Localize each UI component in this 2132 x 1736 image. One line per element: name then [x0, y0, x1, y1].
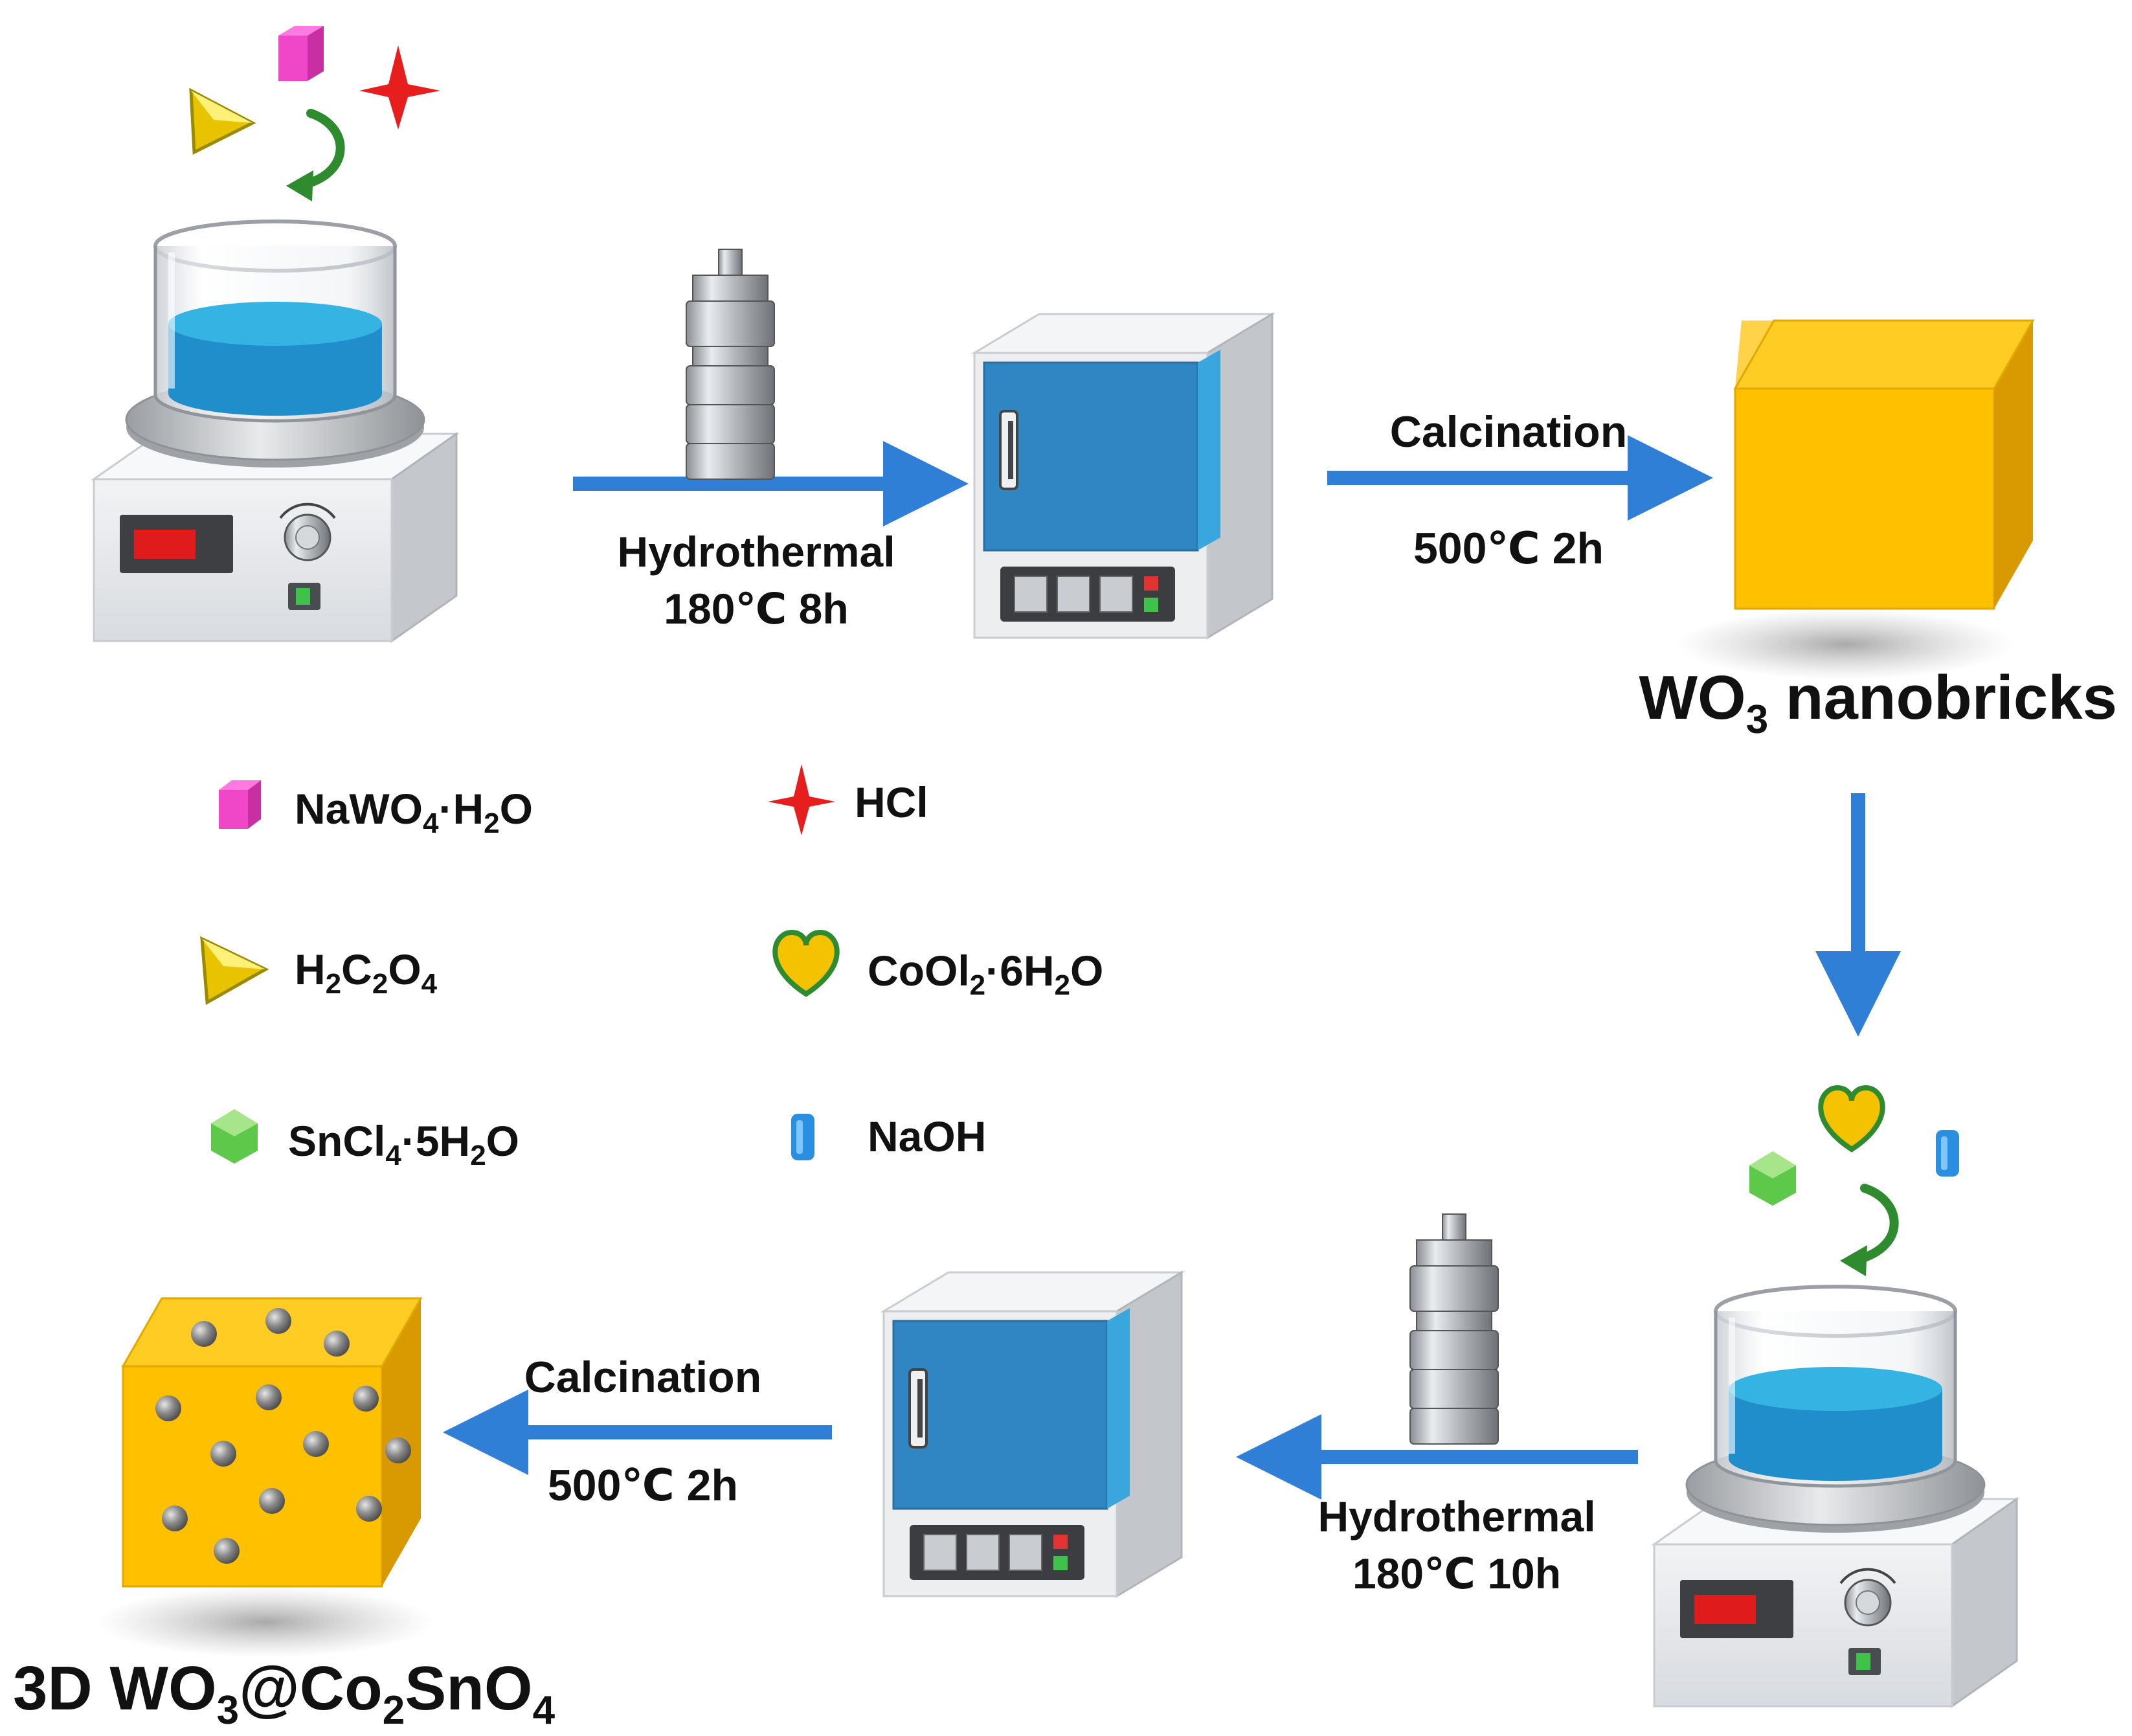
nanoparticle-icon [259, 1488, 285, 1514]
legend-coi2-heart-icon [772, 929, 840, 997]
nanoparticle-icon [353, 1386, 379, 1412]
wo3-nanobrick-cube-icon [1733, 319, 2035, 610]
magnetic-stirrer-icon [1654, 1287, 2017, 1706]
calcination-1-condition: 500℃ 2h [1413, 524, 1604, 573]
calcination-1-label: Calcination [1390, 407, 1628, 457]
wo3-nanobricks-label: WO3 nanobricks [1639, 663, 2117, 742]
nanoparticle-icon [210, 1441, 236, 1467]
hydrothermal-1-label: Hydrothermal [617, 528, 895, 576]
hydrothermal-1-condition: 180℃ 8h [664, 585, 848, 633]
legend-sncl4-label: SnCl4·5H2O [288, 1117, 519, 1171]
nanoparticle-icon [155, 1395, 181, 1421]
coi2-heart-marker-icon [1818, 1085, 1885, 1153]
cube-shadow [97, 1586, 434, 1658]
nanoparticle-icon [162, 1505, 188, 1531]
sncl4-marker-icon [1749, 1151, 1796, 1206]
legend-hcl-icon [768, 764, 835, 835]
nanoparticle-icon [324, 1331, 350, 1357]
muffle-furnace-icon [882, 1271, 1183, 1597]
hydrothermal-2-condition: 180℃ 10h [1352, 1550, 1561, 1597]
nanoparticle-icon [265, 1308, 291, 1334]
legend-sncl4-icon [211, 1109, 258, 1164]
autoclave-icon [1409, 1213, 1499, 1445]
legend-nawo4-icon [219, 780, 261, 829]
nanoparticle-icons [155, 1308, 411, 1564]
stir-arrow-icon [286, 113, 341, 201]
h2c2o4-marker-icon [189, 87, 256, 155]
nanoparticle-icon [385, 1437, 411, 1463]
naoh-marker-icon [1936, 1130, 1959, 1177]
legend-h2c2o4-icon [200, 936, 269, 1006]
nanoparticle-icon [303, 1431, 329, 1457]
calcination-2-condition: 500℃ 2h [548, 1461, 738, 1510]
hydrothermal-2-label: Hydrothermal [1318, 1493, 1595, 1540]
muffle-furnace-icon [973, 313, 1274, 639]
nanoparticle-icon [356, 1496, 382, 1522]
cube-shadow [1677, 609, 2014, 680]
hcl-marker-icon [359, 45, 440, 130]
legend-h2c2o4-label: H2C2O4 [295, 945, 438, 1000]
final-product-label: 3D WO3@Co2SnO4 [13, 1654, 555, 1733]
legend-naoh-label: NaOH [868, 1112, 986, 1160]
legend-naoh-icon [791, 1114, 814, 1160]
legend-coi2-label: CoOl2·6H2O [868, 947, 1103, 1001]
legend: NaWO4·H2O HCl H2C2O4 CoOl2·6H2O SnCl4·5H… [200, 764, 1103, 1171]
nanoparticle-icon [214, 1538, 240, 1564]
stir-arrow-icon [1840, 1188, 1894, 1276]
autoclave-icon [686, 249, 775, 480]
nanoparticle-icon [191, 1321, 217, 1347]
legend-nawo4-label: NaWO4·H2O [295, 785, 533, 839]
nanoparticle-icon [256, 1384, 282, 1410]
nawo4-marker-icon [278, 26, 324, 81]
legend-hcl-label: HCl [855, 778, 928, 826]
wo3-co2sno4-cube-icon [121, 1297, 423, 1588]
calcination-2-label: Calcination [524, 1353, 762, 1402]
magnetic-stirrer-icon [94, 221, 456, 641]
